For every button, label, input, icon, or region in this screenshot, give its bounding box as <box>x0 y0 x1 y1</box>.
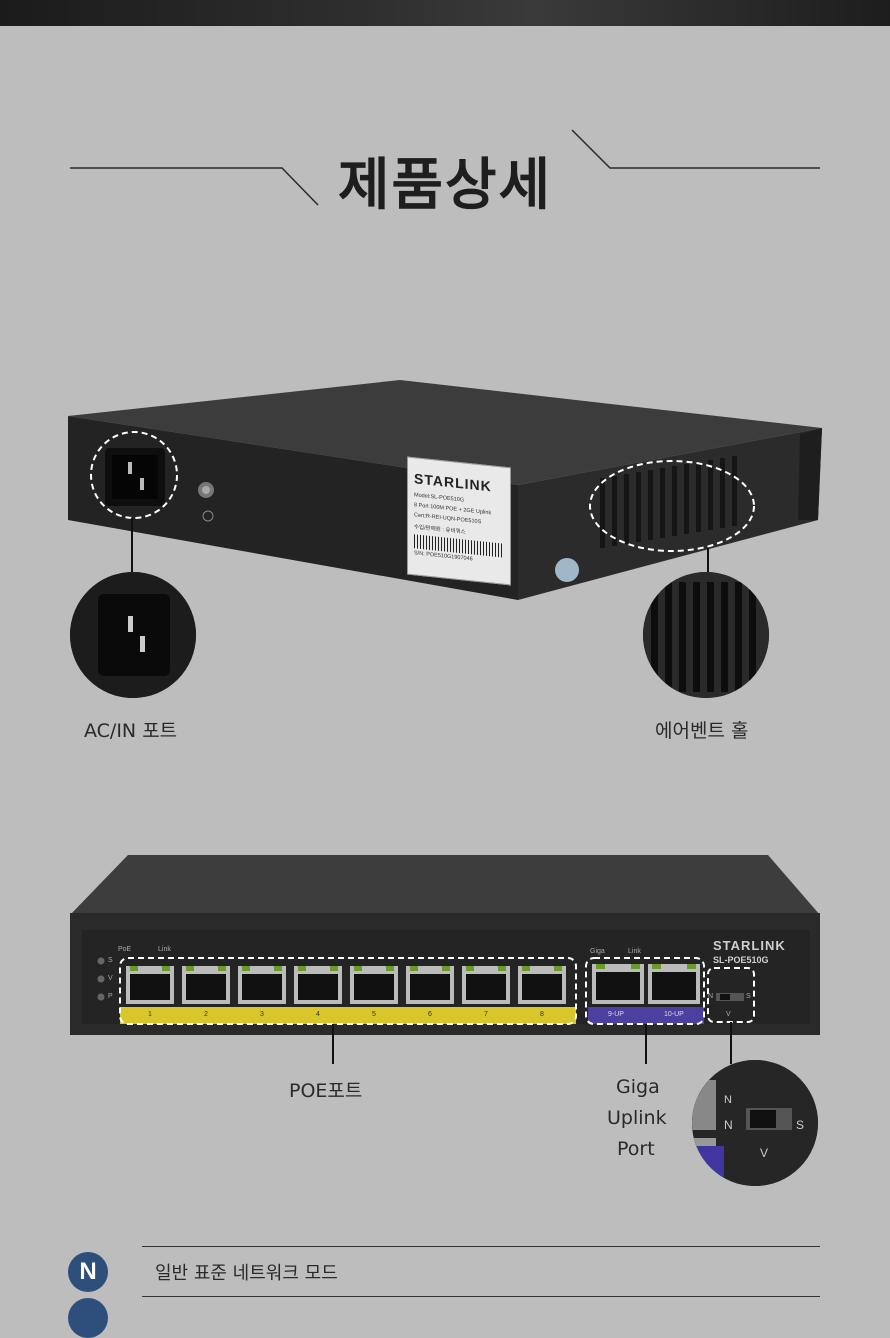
giga-uplink-label-3: Port <box>617 1138 655 1160</box>
port-number-9-up: 9-UP <box>608 1011 624 1018</box>
mode-description-normal: 일반 표준 네트워크 모드 <box>155 1263 338 1284</box>
port-number-1: 1 <box>148 1011 152 1018</box>
front-brand: STARLINK <box>713 938 786 953</box>
zoom-label-v: V <box>760 1146 769 1160</box>
front-model: SL-POE510G <box>713 955 769 965</box>
port-number-7: 7 <box>484 1011 488 1018</box>
poe-led-header: PoE <box>118 946 132 953</box>
zoom-label-n: N <box>724 1118 733 1132</box>
poe-port-label: POE포트 <box>289 1080 363 1102</box>
air-vent-label: 에어벤트 홀 <box>655 720 749 742</box>
mode-switch-zoom: N N S V <box>692 1060 818 1186</box>
mode-row-divider <box>142 1296 820 1303</box>
title-decoration <box>70 129 820 206</box>
zoom-label-s: S <box>796 1118 805 1132</box>
port-number-5: 5 <box>372 1011 376 1018</box>
ac-inlet-zoom <box>70 572 196 698</box>
air-vent-zoom <box>643 572 769 698</box>
switch-rear-image <box>68 380 822 600</box>
led-label-v: V <box>108 975 113 982</box>
page-title: 제품상세 <box>337 153 553 218</box>
switch-label-s: S <box>746 993 751 1000</box>
led-label-s: S <box>108 957 113 964</box>
zoom-label-n-top: N <box>724 1094 732 1106</box>
link-led-header: Link <box>158 946 171 953</box>
port-number-8: 8 <box>540 1011 544 1018</box>
led-label-p: P <box>108 993 113 1000</box>
giga-led-header: Giga <box>590 948 605 955</box>
mode-badge-n: N <box>68 1252 108 1292</box>
mode-badge-next <box>68 1298 108 1338</box>
port-number-6: 6 <box>428 1011 432 1018</box>
giga-uplink-label-1: Giga <box>616 1076 660 1098</box>
port-number-4: 4 <box>316 1011 320 1018</box>
switch-label-v: V <box>726 1011 731 1018</box>
giga-link-led-header: Link <box>628 948 641 955</box>
top-banner <box>0 0 890 26</box>
port-number-10-up: 10-UP <box>664 1011 684 1018</box>
port-number-3: 3 <box>260 1011 264 1018</box>
switch-front-image <box>70 855 820 1064</box>
giga-uplink-label-2: Uplink <box>607 1107 667 1129</box>
mode-row-normal <box>142 1246 820 1297</box>
ac-in-port-label: AC/IN 포트 <box>84 720 178 742</box>
port-number-2: 2 <box>204 1011 208 1018</box>
switch-label-n: N <box>708 993 714 1000</box>
